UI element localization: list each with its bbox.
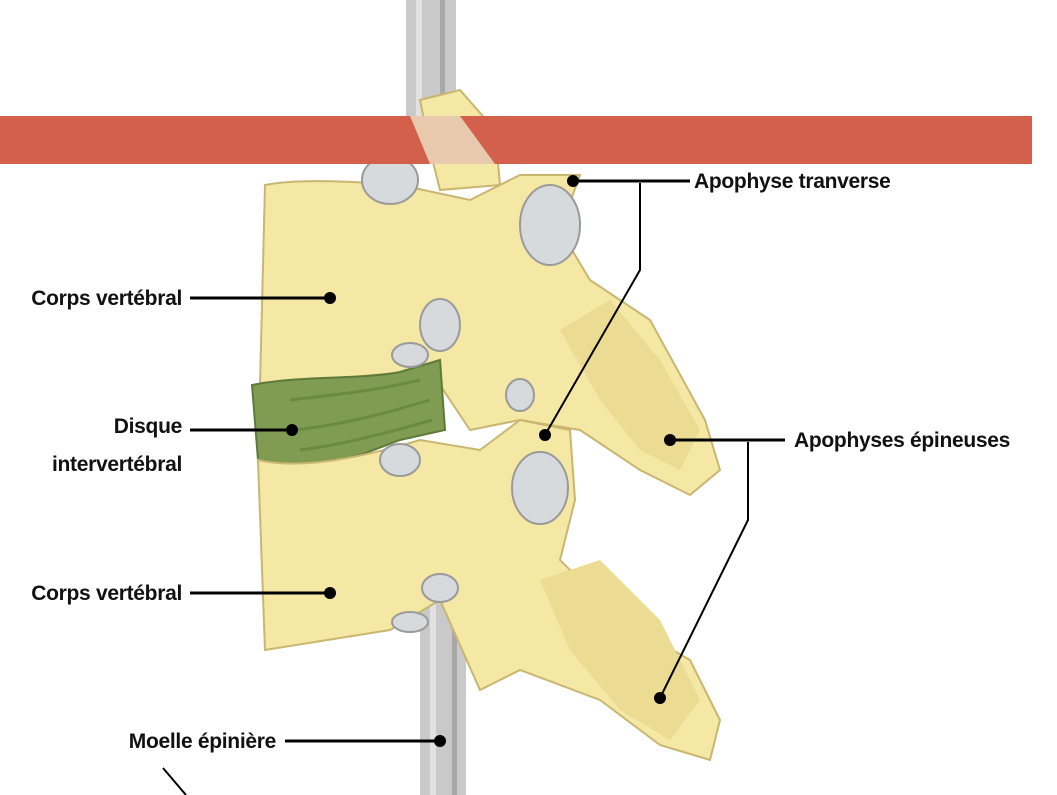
label-disque: Disque xyxy=(114,415,182,438)
label-moelle-epiniere: Moelle épinière xyxy=(129,730,276,753)
label-corps-vertebral-top: Corps vertébral xyxy=(31,287,182,310)
title-banner xyxy=(0,116,1032,164)
label-corps-vertebral-bottom: Corps vertébral xyxy=(31,582,182,605)
label-intervertebral: intervertébral xyxy=(52,453,182,476)
label-apophyse-transverse: Apophyse tranverse xyxy=(694,170,891,193)
label-apophyses-epineuses: Apophyses épineuses xyxy=(794,429,1010,452)
